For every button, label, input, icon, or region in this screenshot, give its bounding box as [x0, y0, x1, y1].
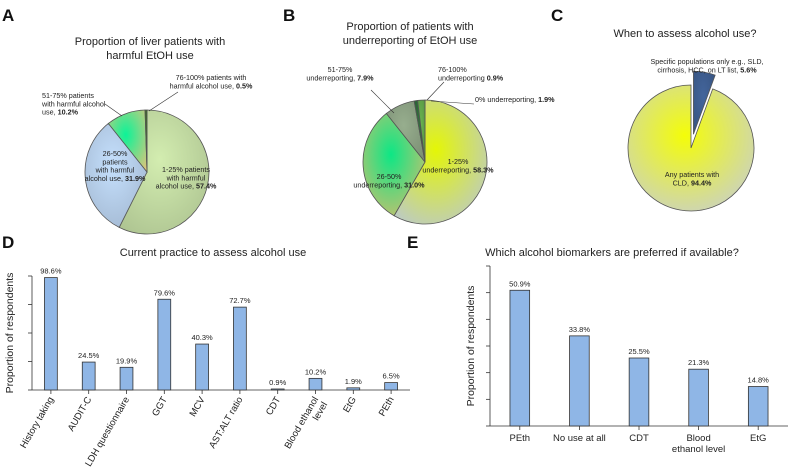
y-axis-label: Proportion of respondents [4, 273, 16, 394]
bar-value-label: 1.9% [345, 377, 362, 386]
bar-value-label: 72.7% [229, 296, 251, 305]
x-tick-label: CDT [264, 395, 283, 418]
bar-value-label: 0.9% [269, 378, 286, 387]
bar [308, 377, 323, 391]
bar [346, 387, 361, 391]
pie-slice [693, 70, 716, 135]
panel-label-b: B [283, 6, 295, 25]
pie-chart-b: Proportion of patients with underreportin… [306, 21, 555, 225]
bar-value-label: 98.6% [40, 267, 62, 276]
x-tick-label: EtG [341, 395, 359, 415]
x-tick-label: No use at all [553, 433, 606, 444]
x-tick-label: CDT [629, 433, 649, 444]
pie-slice [144, 109, 148, 173]
chart-a-title-line: Proportion of liver patients with [75, 36, 225, 48]
pie-slice [362, 112, 426, 217]
pie-slice [627, 84, 755, 212]
chart-c-title-line: When to assess alcohol use? [613, 28, 756, 40]
bar [157, 298, 172, 391]
x-tick-label: PEth [509, 433, 530, 444]
pie-slice [118, 109, 210, 235]
bar [509, 289, 531, 427]
pie-chart-a: Proportion of liver patients with harmful… [41, 36, 253, 235]
x-tick-label: EtG [750, 433, 766, 444]
x-tick-label: MCV [188, 394, 208, 418]
bar [195, 343, 209, 391]
chart-b-title-line: Proportion of patients with [346, 21, 473, 33]
chart-b-title-line: underreporting of EtOH use [343, 35, 478, 47]
x-tick-label: GGT [150, 395, 170, 418]
bar-value-label: 14.8% [748, 376, 770, 385]
panel-label-a: A [2, 6, 14, 25]
bar-chart-e: Which alcohol biomarkers are preferred i… [465, 247, 788, 455]
slice-label-b-3: 51-75%underreporting, 7.9% [306, 65, 374, 82]
y-axis-label: Proportion of respondents [465, 286, 477, 407]
bar-value-label: 25.5% [628, 347, 650, 356]
chart-title: Current practice to assess alcohol use [120, 247, 306, 259]
bar-value-label: 40.3% [191, 333, 213, 342]
bar [569, 335, 590, 427]
leader-line [148, 91, 179, 112]
bar [688, 368, 709, 427]
bar-value-label: 24.5% [78, 351, 100, 360]
leader-line [430, 100, 475, 105]
panel-label-e: E [407, 233, 418, 252]
slice-label-b-1: 1-25%underreporting, 58.3% [422, 157, 494, 174]
x-tick-label: Blood ethanollevel [283, 395, 331, 456]
x-tick-label: AST:ALT ratio [207, 395, 245, 450]
bar [44, 277, 58, 391]
bar-chart-d: Current practice to assess alcohol usePr… [4, 247, 410, 467]
panel-label-d: D [2, 233, 14, 252]
bar [628, 357, 650, 427]
slice-label-b-4: 76-100%underreporting 0.9% [438, 65, 504, 82]
bar [270, 388, 285, 391]
bar [747, 386, 769, 427]
bar [233, 306, 247, 391]
pie-chart-c: When to assess alcohol use? Any patients … [613, 28, 764, 212]
bar-value-label: 10.2% [305, 367, 327, 376]
bar [119, 366, 134, 391]
pie-slice [417, 99, 426, 163]
x-tick-label: History taking [18, 395, 56, 450]
slice-label-c-2: Specific populations only e.g., SLD,cirr… [650, 57, 763, 74]
bar-value-label: 6.5% [383, 372, 400, 381]
leader-line [426, 81, 445, 101]
bar [384, 382, 398, 391]
panel-label-c: C [551, 6, 563, 25]
slice-label-b-5: 0% underreporting, 1.9% [475, 95, 555, 104]
bar-value-label: 21.3% [688, 358, 710, 367]
chart-a-title-line: harmful EtOH use [106, 50, 193, 62]
bar-value-label: 19.9% [116, 356, 138, 365]
leader-line [104, 103, 123, 117]
bar-value-label: 33.8% [569, 325, 591, 334]
leader-line [370, 89, 395, 114]
x-tick-label: PEth [377, 395, 397, 418]
slice-label-b-2: 26-50%underreporting, 31.0% [353, 172, 425, 189]
bar-value-label: 50.9% [509, 279, 531, 288]
pie-slice [393, 99, 488, 225]
x-tick-label: AUDIT-C [66, 395, 95, 434]
chart-title: Which alcohol biomarkers are preferred i… [485, 247, 739, 259]
pie-slice [84, 122, 148, 228]
bar-value-label: 79.6% [154, 288, 176, 297]
bar [81, 361, 96, 391]
